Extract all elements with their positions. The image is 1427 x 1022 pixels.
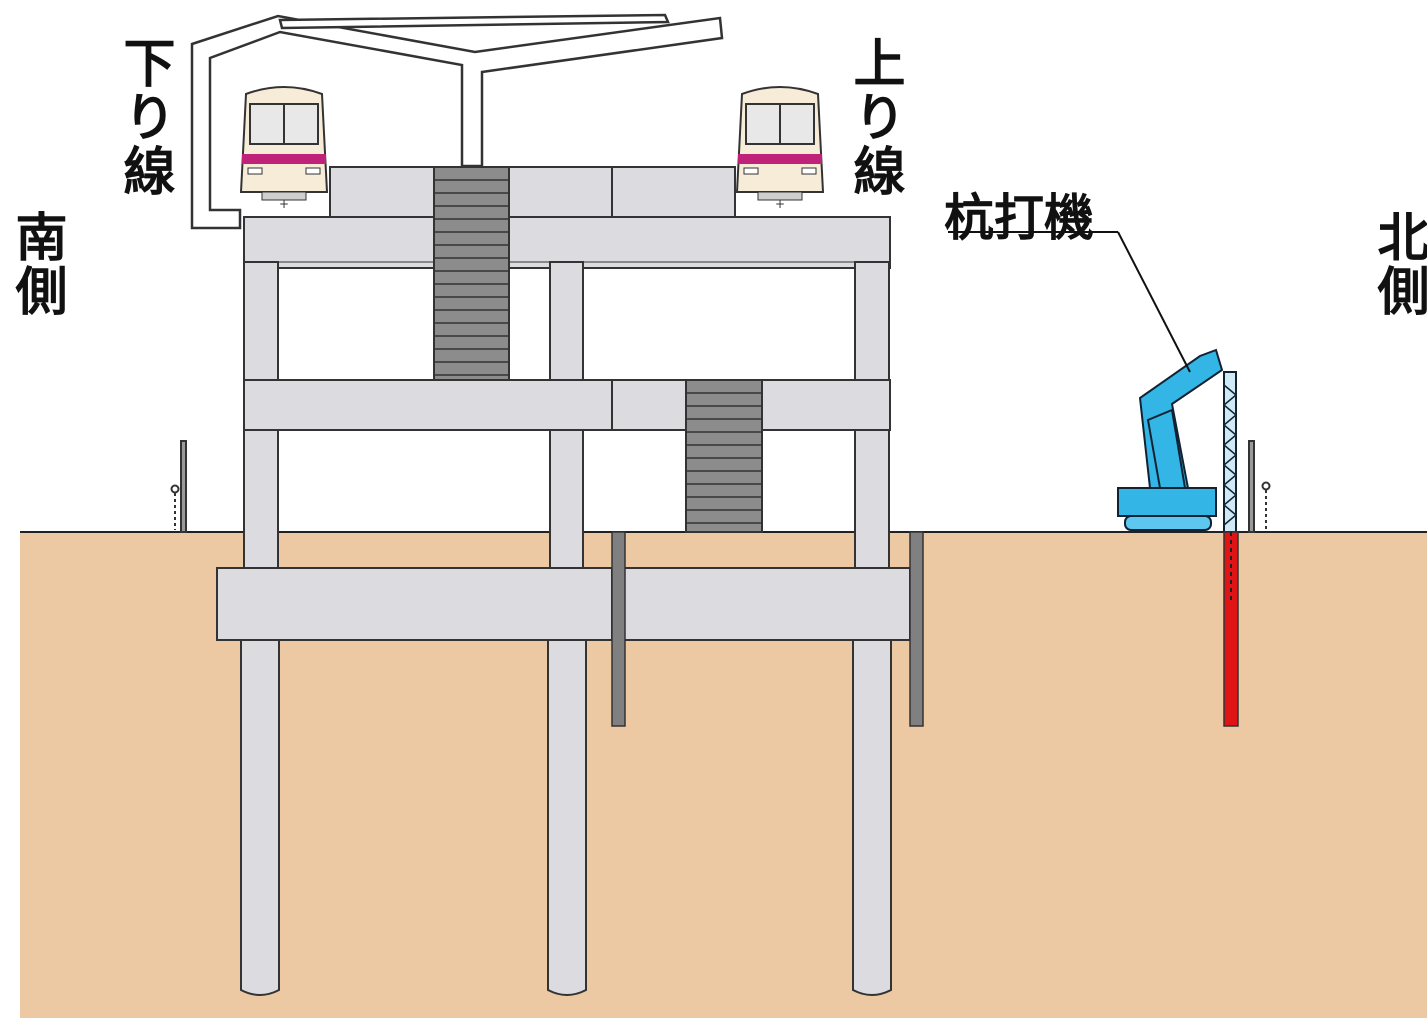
middle-beam xyxy=(243,379,891,431)
sheet-pile-2 xyxy=(909,531,924,727)
existing-piles xyxy=(240,639,892,996)
upper-stairs xyxy=(433,166,510,381)
fence-north xyxy=(1248,440,1271,533)
svg-text:+: + xyxy=(279,197,289,211)
upper-beam xyxy=(243,216,891,269)
new-pile xyxy=(1223,531,1239,727)
lower-stairs xyxy=(685,379,763,533)
svg-text:+: + xyxy=(775,197,785,211)
foundation-footing xyxy=(216,567,911,641)
fence-south xyxy=(170,440,187,533)
platform-canopy xyxy=(190,13,724,230)
label-pile-driver: 杭打機 xyxy=(944,189,1094,247)
auger-screw xyxy=(1222,384,1238,526)
sheet-pile-1 xyxy=(611,531,626,727)
train-front-icon: + xyxy=(735,86,825,211)
label-up-line: 上り線 xyxy=(844,36,904,198)
label-north: 北側 xyxy=(1368,210,1427,318)
label-down-line: 下り線 xyxy=(114,36,174,198)
train-front-icon: + xyxy=(239,86,329,211)
platform-slab xyxy=(329,166,736,218)
pile-left xyxy=(240,639,280,996)
pile-center xyxy=(547,639,587,996)
label-south: 南側 xyxy=(6,210,66,318)
pile-right xyxy=(852,639,892,996)
pile-driver-icon xyxy=(1117,348,1238,533)
